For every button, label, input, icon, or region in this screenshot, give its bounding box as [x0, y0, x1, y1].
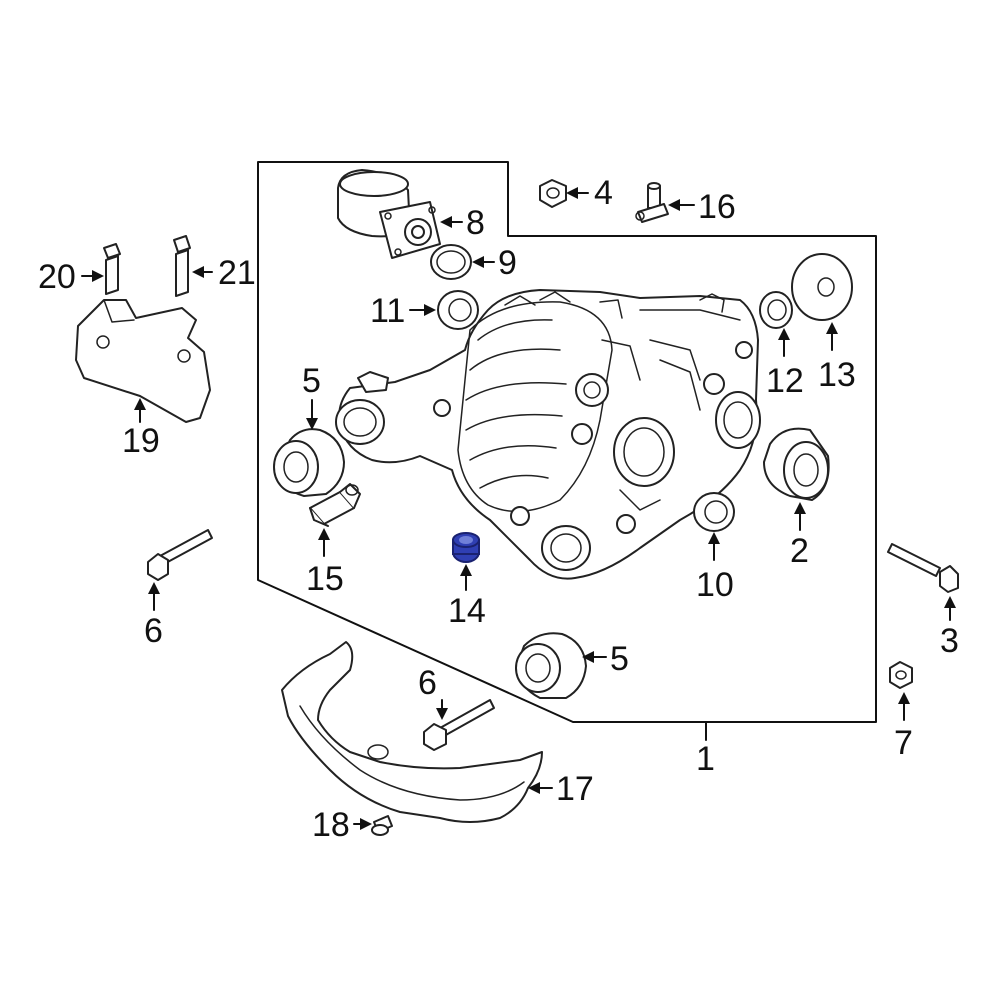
part-6-bolt-left[interactable]	[147, 529, 213, 581]
callout-17: 17	[556, 770, 594, 808]
callout-8: 8	[466, 204, 485, 242]
callout-7: 7	[894, 724, 913, 762]
part-8-actuator-motor[interactable]	[337, 169, 441, 259]
callout-19: 19	[122, 422, 160, 460]
callout-5-upper: 5	[302, 362, 321, 400]
callout-3: 3	[940, 622, 959, 660]
part-5-bushing-lower[interactable]	[515, 632, 587, 699]
part-17-heat-shield[interactable]	[281, 641, 543, 823]
part-15-connector[interactable]	[309, 483, 361, 527]
callout-11: 11	[370, 292, 405, 330]
part-19-bracket[interactable]	[75, 299, 211, 423]
callout-labels: 8 9 11 4 16 13 12 2 10 5 15 14 5 6 6 3 7…	[38, 174, 959, 844]
callout-1: 1	[696, 740, 715, 778]
part-20-bolt[interactable]	[103, 243, 121, 295]
part-4-nut[interactable]	[539, 179, 567, 208]
callout-6-left: 6	[144, 612, 163, 650]
callout-9: 9	[498, 244, 517, 282]
part-9-o-ring[interactable]	[430, 244, 472, 280]
callout-13: 13	[818, 356, 856, 394]
callout-2: 2	[790, 532, 809, 570]
part-2-bushing[interactable]	[763, 427, 830, 501]
part-14-plug-highlighted[interactable]	[452, 532, 480, 563]
part-10-seal[interactable]	[693, 492, 735, 532]
callout-4: 4	[594, 174, 613, 212]
part-18-screw[interactable]	[371, 815, 393, 836]
part-11-seal[interactable]	[437, 290, 479, 330]
part-1-differential-housing[interactable]	[335, 289, 761, 580]
callout-14: 14	[448, 592, 486, 630]
part-5-bushing-upper[interactable]	[273, 428, 345, 497]
callout-leaders	[81, 187, 956, 830]
callout-12: 12	[766, 362, 804, 400]
part-12-seal[interactable]	[759, 291, 793, 329]
callout-21: 21	[218, 254, 256, 292]
callout-5-lower: 5	[610, 640, 629, 678]
callout-6-center: 6	[418, 664, 437, 702]
callout-10: 10	[696, 566, 734, 604]
callout-15: 15	[306, 560, 344, 598]
assembly-boundary	[257, 161, 877, 723]
callout-20: 20	[38, 258, 76, 296]
part-21-bolt[interactable]	[173, 235, 191, 297]
callout-16: 16	[698, 188, 736, 226]
part-13-shim[interactable]	[791, 253, 853, 321]
callout-18: 18	[312, 806, 350, 844]
part-16-sensor[interactable]	[635, 182, 669, 223]
part-6-bolt-center[interactable]	[423, 699, 495, 751]
part-7-nut[interactable]	[889, 661, 913, 689]
part-3-bolt[interactable]	[887, 543, 959, 593]
